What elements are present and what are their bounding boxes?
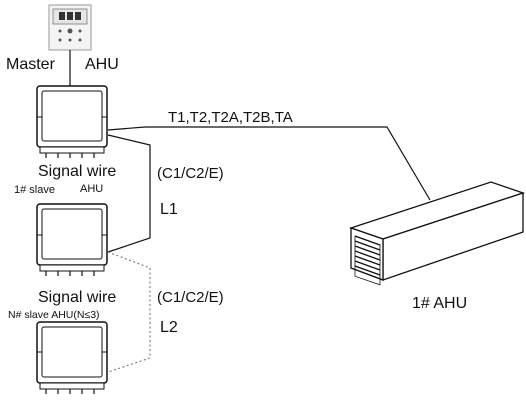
wire-code-2-label: (C1/C2/E) xyxy=(157,289,224,306)
slave1-ahu-label: AHU xyxy=(80,183,104,195)
signal-wire-l2 xyxy=(107,251,151,373)
length-l1-label: L1 xyxy=(160,201,178,218)
slaveN-control-box-icon xyxy=(36,321,108,394)
signal-wire-1-label: Signal wire xyxy=(38,163,117,180)
length-l2-label: L2 xyxy=(160,319,178,336)
master-control-box-icon xyxy=(36,85,108,158)
slaveN-label: N# slave AHU(N≤3) xyxy=(8,309,100,321)
master-ahu-label: AHU xyxy=(85,56,119,73)
wired-controller-icon xyxy=(48,4,92,51)
sensor-list-label: T1,T2,T2A,T2B,TA xyxy=(168,109,293,126)
sensor-cable xyxy=(107,126,431,201)
wire-code-1-label: (C1/C2/E) xyxy=(157,165,224,182)
air-handling-unit-icon xyxy=(348,181,526,286)
signal-wire-2-label: Signal wire xyxy=(38,289,117,306)
ahu-unit-label: 1# AHU xyxy=(412,295,468,312)
master-label: Master xyxy=(6,56,55,73)
slave1-prefix-label: 1# slave xyxy=(14,184,55,196)
slave1-control-box-icon xyxy=(36,203,108,276)
signal-wire-l1 xyxy=(107,134,151,253)
